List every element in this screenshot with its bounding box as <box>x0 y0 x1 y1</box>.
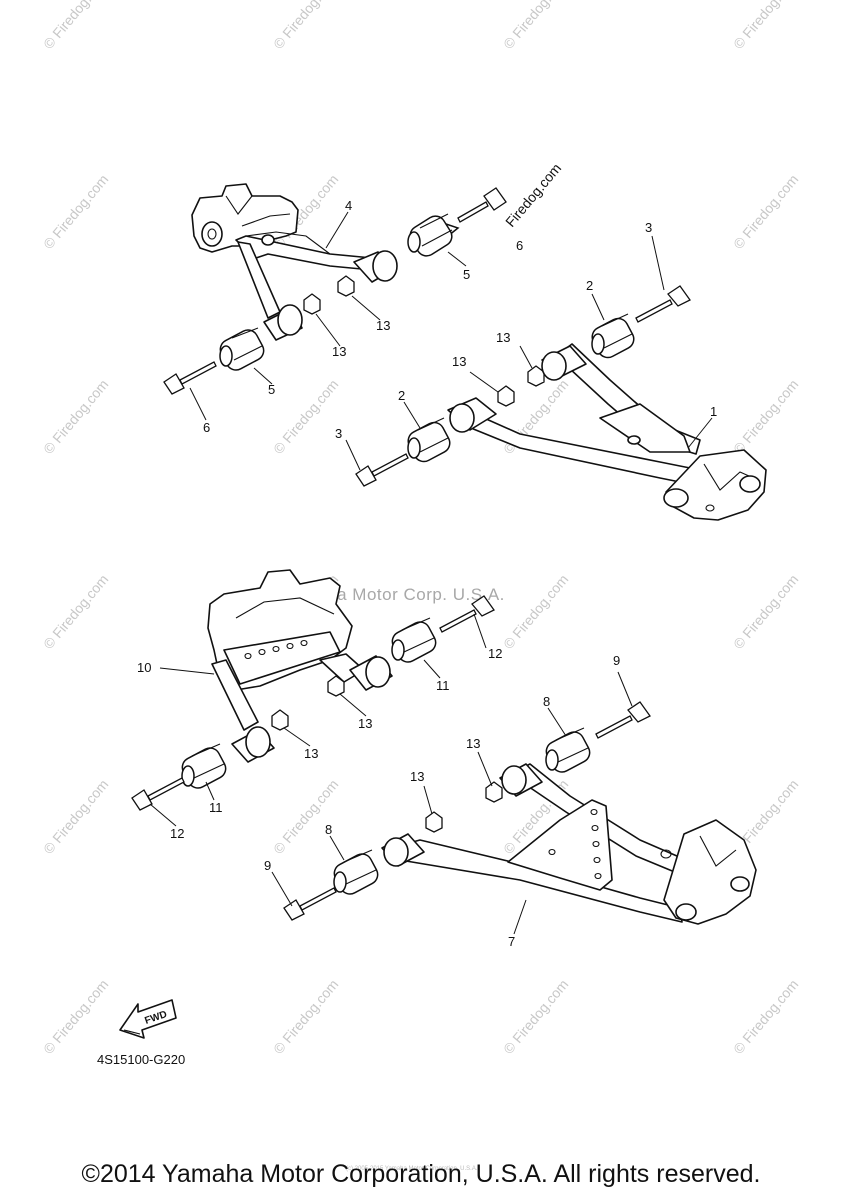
watermark: © Firedog.com <box>730 976 801 1057</box>
watermark: © Firedog.com <box>730 376 801 457</box>
callout-13: 13 <box>452 354 466 369</box>
lower-arm-rear-part-7 <box>381 763 757 925</box>
watermark: © Firedog.com <box>40 376 111 457</box>
callout-8: 8 <box>325 822 332 837</box>
callout-13: 13 <box>332 344 346 359</box>
callout-9: 9 <box>264 858 271 873</box>
watermark: © Firedog.com <box>40 171 111 252</box>
bolt-part-6-lower <box>163 361 217 395</box>
bushing-part-5-lower <box>219 327 265 371</box>
watermark: © Firedog.com <box>40 976 111 1057</box>
bushing-part-8-upper <box>545 727 591 773</box>
watermark-inline: Firedog.com <box>502 160 564 230</box>
bolt-part-12-upper <box>439 595 495 633</box>
bolt-part-9-upper <box>595 701 651 739</box>
watermark: © Firedog.com <box>270 0 341 52</box>
watermark: © Firedog.com <box>40 776 111 857</box>
watermark: © Firedog.com <box>270 776 341 857</box>
watermark: © Firedog.com <box>730 171 801 252</box>
nut-part-13 <box>497 385 515 407</box>
diagram-code: 4S15100-G220 <box>97 1052 185 1067</box>
callout-10: 10 <box>137 660 151 675</box>
bolt-part-3-upper <box>635 285 691 323</box>
bolt-part-3-lower <box>355 453 409 487</box>
callout-9: 9 <box>613 653 620 668</box>
callout-6: 6 <box>516 238 523 253</box>
watermark: © Firedog.com <box>270 976 341 1057</box>
callout-2: 2 <box>398 388 405 403</box>
nut-part-13 <box>337 275 355 297</box>
watermark: © Firedog.com <box>730 571 801 652</box>
callout-5: 5 <box>463 267 470 282</box>
watermark: © Firedog.com <box>40 0 111 52</box>
callout-6: 6 <box>203 420 210 435</box>
bushing-part-8-lower <box>333 849 379 895</box>
callout-3: 3 <box>645 220 652 235</box>
nut-part-13 <box>303 293 321 315</box>
nut-part-13 <box>527 365 545 387</box>
callout-4: 4 <box>345 198 352 213</box>
nut-part-13 <box>271 709 289 731</box>
fine-print: (c) 2005-2015 Yamaha Motor Corporation, … <box>346 1166 478 1172</box>
callout-13: 13 <box>358 716 372 731</box>
copyright-footer: ©2014 Yamaha Motor Corporation, U.S.A. A… <box>81 1160 761 1188</box>
callout-5: 5 <box>268 382 275 397</box>
callout-11: 11 <box>436 678 450 693</box>
callout-12: 12 <box>488 646 502 661</box>
watermark: © Firedog.com <box>40 571 111 652</box>
upper-arm-rear-part-10 <box>207 569 393 763</box>
watermark: © Firedog.com <box>730 0 801 52</box>
bushing-part-5-upper <box>407 213 460 257</box>
callout-13: 13 <box>410 769 424 784</box>
callout-1: 1 <box>710 404 717 419</box>
callout-13: 13 <box>376 318 390 333</box>
callout-3: 3 <box>335 426 342 441</box>
watermark: © Firedog.com <box>500 976 571 1057</box>
bolt-part-9-lower <box>283 887 337 921</box>
bushing-part-11-lower <box>181 743 227 789</box>
bushing-part-11-upper <box>391 617 437 663</box>
callout-13: 13 <box>496 330 510 345</box>
bolt-part-6-upper <box>457 187 507 223</box>
nut-part-13 <box>485 781 503 803</box>
callout-7: 7 <box>508 934 515 949</box>
upper-arm-front-part-4 <box>191 183 398 341</box>
callout-13: 13 <box>304 746 318 761</box>
bolt-part-12-lower <box>131 777 185 811</box>
nut-part-13 <box>327 675 345 697</box>
callout-2: 2 <box>586 278 593 293</box>
bushing-part-2-lower <box>407 417 451 463</box>
callout-12: 12 <box>170 826 184 841</box>
lower-arm-front-part-1 <box>447 343 767 521</box>
watermark: © Firedog.com <box>500 0 571 52</box>
nut-part-13 <box>425 811 443 833</box>
callout-11: 11 <box>209 800 223 815</box>
fwd-arrow-icon: FWD <box>119 999 177 1039</box>
leader-lines <box>149 211 713 935</box>
callout-13: 13 <box>466 736 480 751</box>
callout-8: 8 <box>543 694 550 709</box>
callout-labels: 4 5 6 13 13 5 6 3 2 13 13 2 3 1 10 12 11… <box>137 198 717 949</box>
watermark: © Firedog.com <box>500 571 571 652</box>
watermark: © Firedog.com <box>270 376 341 457</box>
bushing-part-2-upper <box>591 313 635 359</box>
